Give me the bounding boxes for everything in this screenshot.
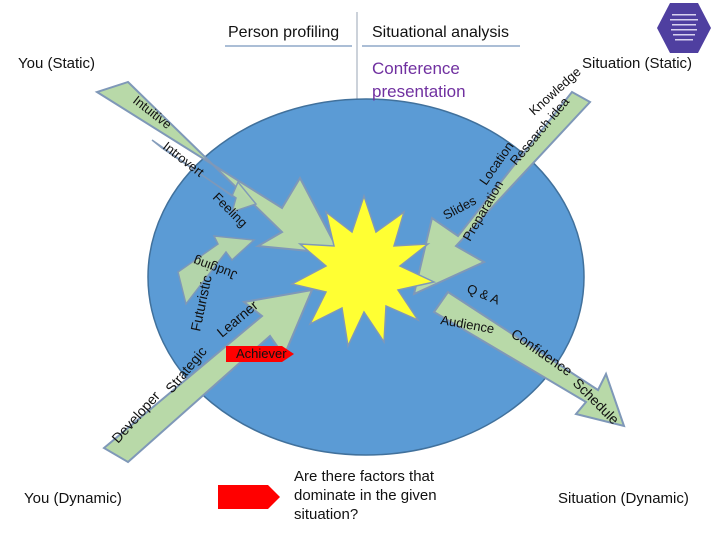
arrow-top-right <box>412 90 592 296</box>
subtitle-line-1: Conference <box>372 59 460 78</box>
legend-arrow <box>218 485 280 509</box>
tab-person-profiling[interactable]: Person profiling <box>228 24 340 41</box>
arrow-bottom-right <box>432 290 626 428</box>
label-achiever: Achiever <box>236 346 287 361</box>
corner-situation-dynamic: Situation (Dynamic) <box>558 490 689 507</box>
tab-situational-analysis[interactable]: Situational analysis <box>372 24 509 41</box>
subtitle-line-2: presentation <box>372 82 466 101</box>
achiever-arrow <box>226 346 294 362</box>
corner-situation-static: Situation (Static) <box>582 55 693 72</box>
legend-question: Are there factors that dominate in the g… <box>294 468 437 523</box>
center-starburst <box>289 193 437 349</box>
logo-icon <box>657 3 711 53</box>
corner-you-static: You (Static) <box>18 55 95 72</box>
arrow-bottom-left <box>102 235 314 464</box>
subtitle: Conference presentation <box>372 57 466 103</box>
arrow-top-left <box>94 80 342 256</box>
corner-you-dynamic: You (Dynamic) <box>24 490 122 507</box>
